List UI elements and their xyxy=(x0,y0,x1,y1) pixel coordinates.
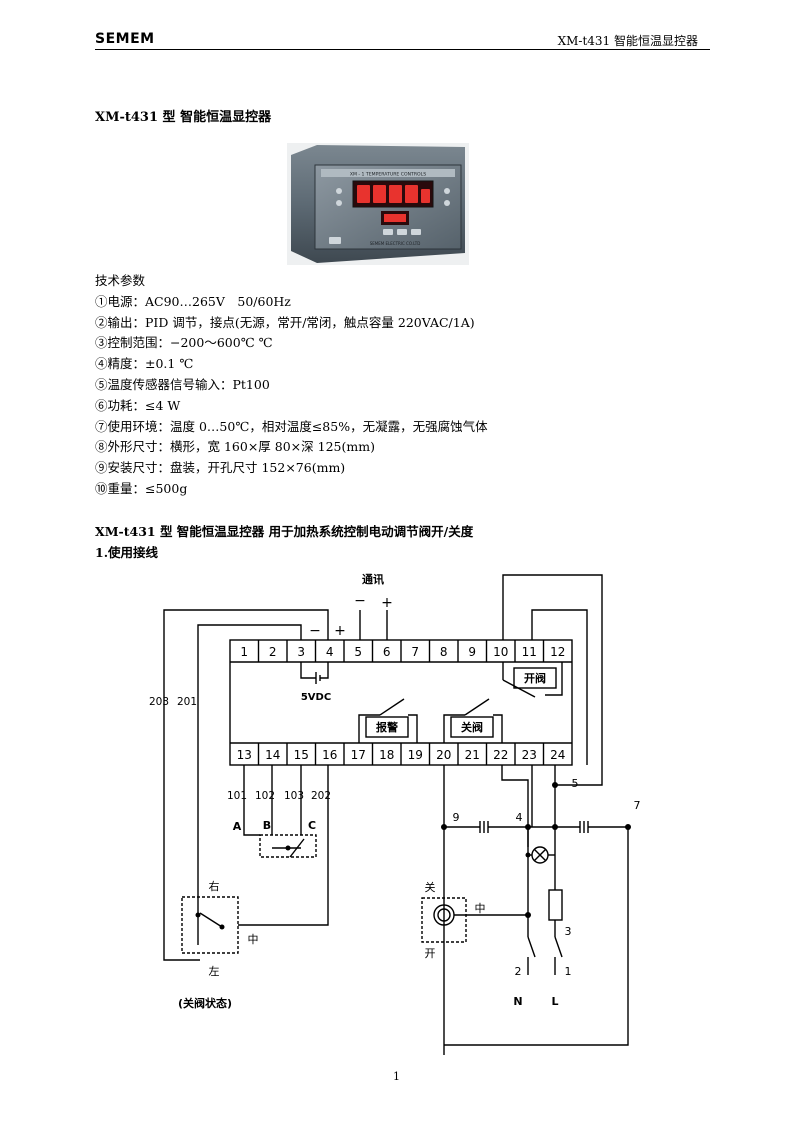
label-node-2: 2 xyxy=(515,965,522,978)
top-terminal-number: 6 xyxy=(383,645,391,659)
brand-logo-text: SEMEM xyxy=(95,31,155,47)
label-node-7: 7 xyxy=(634,799,641,812)
label-supply-plus: + xyxy=(334,623,346,639)
param-item: ⑤温度传感器信号输入：Pt100 xyxy=(95,376,270,392)
param-item: ⑥功耗：≤4 W xyxy=(95,397,181,413)
controller-photo: XM - 1 TEMPERATURE CONTROLS SEMEM ELECTR… xyxy=(287,143,469,265)
bottom-terminal-number: 22 xyxy=(493,748,508,762)
technical-parameters: 技术参数 ①电源：AC90…265V 50/60Hz ②输出：PID 调节，接点… xyxy=(95,271,488,500)
wiring-diagram: 通讯 − + − + 5VDC 开阀 报警 关阀 203 201 101 102… xyxy=(149,573,641,1055)
top-terminal-number: 9 xyxy=(468,645,476,659)
document-title: XM-t431 型 智能恒温显控器 xyxy=(95,110,272,125)
bottom-terminal-number: 20 xyxy=(436,748,451,762)
param-item: ⑨安装尺寸：盘装，开孔尺寸 152×76(mm) xyxy=(95,460,346,476)
top-terminal-number: 10 xyxy=(493,645,508,659)
label-right: 右 xyxy=(209,879,220,893)
bottom-terminal-number: 13 xyxy=(237,748,252,762)
label-open-valve: 开阀 xyxy=(524,671,546,685)
param-item: ⑧外形尺寸：横形，宽 160×厚 80×深 125(mm) xyxy=(95,439,375,455)
label-203: 203 xyxy=(149,696,169,708)
label-102: 102 xyxy=(255,790,275,802)
label-middle-right: 中 xyxy=(475,902,486,915)
label-5vdc: 5VDC xyxy=(301,692,331,703)
label-open: 开 xyxy=(425,947,436,960)
label-202: 202 xyxy=(311,790,331,802)
param-item: ④精度：±0.1 ℃ xyxy=(95,356,194,372)
label-node-3: 3 xyxy=(565,925,572,938)
params-heading: 技术参数 xyxy=(95,273,146,288)
label-node-4: 4 xyxy=(516,811,523,824)
page-header: SEMEM XM-t431 智能恒温显控器 xyxy=(95,30,710,50)
top-terminal-number: 12 xyxy=(550,645,565,659)
bottom-terminal-number: 15 xyxy=(294,748,309,762)
top-terminal-number: 11 xyxy=(522,645,537,659)
label-close: 关 xyxy=(425,880,436,894)
label-comm: 通讯 xyxy=(362,573,384,586)
label-supply-minus: − xyxy=(309,623,321,639)
label-comm-plus: + xyxy=(381,595,393,611)
label-l: L xyxy=(551,995,558,1008)
photo-panel-label: XM - 1 TEMPERATURE CONTROLS xyxy=(350,172,426,178)
bottom-terminal-number: 21 xyxy=(465,748,480,762)
label-left: 左 xyxy=(209,965,220,978)
label-node-9: 9 xyxy=(453,811,460,824)
photo-maker-label: SEMEM ELECTRIC CO.LTD xyxy=(370,241,421,246)
bottom-terminal-number: 14 xyxy=(265,748,280,762)
label-comm-minus: − xyxy=(354,593,366,609)
top-terminal-number: 5 xyxy=(354,645,362,659)
top-terminal-number: 1 xyxy=(240,645,248,659)
label-middle-left: 中 xyxy=(248,933,259,946)
param-item: ③控制范围：−200～600℃ ℃ xyxy=(95,335,273,351)
label-101: 101 xyxy=(227,790,247,802)
label-c: C xyxy=(308,819,316,832)
label-a: A xyxy=(233,820,242,833)
top-terminal-number: 2 xyxy=(269,645,277,659)
param-item: ⑩重量：≤500g xyxy=(95,480,188,496)
param-item: ②输出：PID 调节，接点(无源，常开/常闭，触点容量 220VAC/1A) xyxy=(95,314,475,330)
header-title: XM-t431 智能恒温显控器 xyxy=(557,34,698,48)
bottom-terminal-number: 18 xyxy=(379,748,394,762)
label-close-valve: 关阀 xyxy=(461,720,483,734)
label-node-5: 5 xyxy=(572,777,579,790)
bottom-terminal-number: 23 xyxy=(522,748,537,762)
top-terminal-number: 3 xyxy=(297,645,305,659)
label-close-state: (关阀状态) xyxy=(178,996,232,1010)
label-b: B xyxy=(263,819,271,832)
bottom-terminal-number: 24 xyxy=(550,748,565,762)
bottom-terminal-number: 16 xyxy=(322,748,337,762)
bottom-terminal-number: 17 xyxy=(351,748,366,762)
bottom-terminal-number: 19 xyxy=(408,748,423,762)
top-terminal-number: 4 xyxy=(326,645,334,659)
label-node-1: 1 xyxy=(565,965,572,978)
label-alarm: 报警 xyxy=(376,720,398,734)
param-item: ⑦使用环境：温度 0…50℃，相对温度≤85%，无凝露，无强腐蚀气体 xyxy=(95,418,488,434)
label-103: 103 xyxy=(284,790,304,802)
section-subtitle: 1.使用接线 xyxy=(95,545,159,560)
top-terminal-number: 8 xyxy=(440,645,448,659)
top-terminal-number: 7 xyxy=(411,645,419,659)
section-title: XM-t431 型 智能恒温显控器 用于加热系统控制电动调节阀开/关度 xyxy=(95,524,474,539)
param-item: ①电源：AC90…265V 50/60Hz xyxy=(95,293,291,309)
label-n: N xyxy=(513,995,522,1008)
page-number: 1 xyxy=(393,1070,400,1083)
label-201: 201 xyxy=(177,696,197,708)
